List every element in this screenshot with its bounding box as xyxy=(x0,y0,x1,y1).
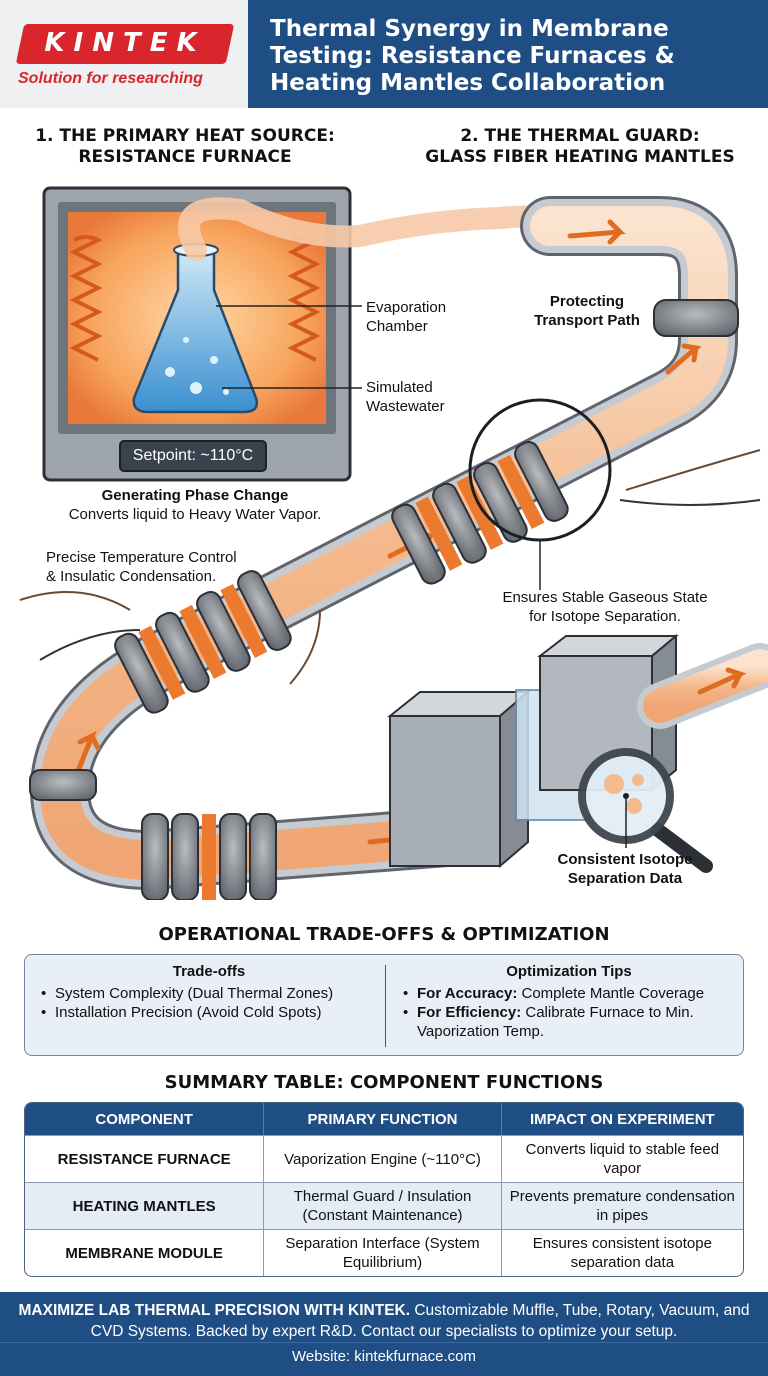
footer-message: MAXIMIZE LAB THERMAL PRECISION WITH KINT… xyxy=(18,1300,750,1342)
magnifying-glass-icon xyxy=(578,748,713,873)
flow-arrow-icon xyxy=(697,667,747,695)
table-row: RESISTANCE FURNACE Vaporization Engine (… xyxy=(25,1135,743,1182)
stable-label-line1: Ensures Stable Gaseous State xyxy=(502,589,708,606)
optimization-item-bold: For Efficiency: xyxy=(417,1004,522,1021)
phase-change-title: Generating Phase Change xyxy=(101,487,289,504)
logo-area: KINTEK Solution for researching xyxy=(0,0,248,108)
optimization-title: Optimization Tips xyxy=(506,963,632,980)
wire xyxy=(619,499,761,506)
tradeoffs-panel: Trade-offs System Complexity (Dual Therm… xyxy=(24,954,744,1056)
table-cell: Vaporization Engine (~110°C) xyxy=(264,1135,502,1182)
wire xyxy=(39,629,141,661)
optimization-item-bold: For Accuracy: xyxy=(417,985,518,1002)
table-row: MEMBRANE MODULE Separation Interface (Sy… xyxy=(25,1229,743,1276)
stable-state-label: Ensures Stable Gaseous State for Isotope… xyxy=(480,588,730,626)
evaporation-label-line2: Chamber xyxy=(366,318,428,335)
wire xyxy=(625,449,761,491)
consistent-label-line1: Consistent Isotope xyxy=(557,851,693,868)
footer-text: Customizable Muffle, Tube, Rotary, Vacuu… xyxy=(90,1302,750,1340)
table-cell: HEATING MANTLES xyxy=(25,1182,265,1229)
optimization-column: Optimization Tips For Accuracy: Complete… xyxy=(401,963,737,1041)
mantle-heading: 2. THE THERMAL GUARD: GLASS FIBER HEATIN… xyxy=(410,126,750,168)
column-header: COMPONENT xyxy=(25,1103,265,1135)
optimization-item: For Accuracy: Complete Mantle Coverage xyxy=(401,984,737,1003)
heating-mantles xyxy=(29,299,739,900)
summary-table: COMPONENT PRIMARY FUNCTION IMPACT ON EXP… xyxy=(24,1102,744,1277)
thermal-system-diagram xyxy=(19,186,768,900)
protecting-path-label: Protecting Transport Path xyxy=(512,292,662,330)
phase-change-desc: Converts liquid to Heavy Water Vapor. xyxy=(68,506,322,523)
table-cell: Ensures consistent isotope separation da… xyxy=(501,1229,743,1276)
table-cell: Thermal Guard / Insulation (Constant Mai… xyxy=(264,1182,502,1229)
furnace-heading: 1. THE PRIMARY HEAT SOURCE: RESISTANCE F… xyxy=(20,126,350,168)
mantle-heading-line1: 2. THE THERMAL GUARD: xyxy=(460,126,700,146)
header: KINTEK Solution for researching Thermal … xyxy=(0,0,768,108)
table-cell: Prevents premature condensation in pipes xyxy=(501,1182,743,1229)
title-banner: Thermal Synergy in Membrane Testing: Res… xyxy=(248,0,768,108)
summary-heading: SUMMARY TABLE: COMPONENT FUNCTIONS xyxy=(164,1072,604,1093)
footer: MAXIMIZE LAB THERMAL PRECISION WITH KINT… xyxy=(0,1292,768,1376)
optimization-item: For Efficiency: Calibrate Furnace to Min… xyxy=(401,1003,737,1041)
consistent-label-line2: Separation Data xyxy=(567,870,683,887)
footer-divider xyxy=(0,1342,768,1343)
stable-label-line2: for Isotope Separation. xyxy=(529,608,681,625)
vapor-plume xyxy=(178,197,571,261)
table-header-row: COMPONENT PRIMARY FUNCTION IMPACT ON EXP… xyxy=(25,1103,743,1135)
tradeoffs-title: Trade-offs xyxy=(172,963,246,980)
column-header: PRIMARY FUNCTION xyxy=(264,1103,502,1135)
optimization-item-text: Complete Mantle Coverage xyxy=(517,985,705,1002)
mantle-heading-line2: GLASS FIBER HEATING MANTLES xyxy=(425,147,735,167)
website-link[interactable]: Website: kintekfurnace.com xyxy=(292,1348,476,1365)
furnace-heading-line1: 1. THE PRIMARY HEAT SOURCE: xyxy=(35,126,335,146)
wire xyxy=(19,591,131,611)
column-header: IMPACT ON EXPERIMENT xyxy=(501,1103,743,1135)
table-cell: Separation Interface (System Equilibrium… xyxy=(264,1229,502,1276)
precise-label-line2: & Insulatic Condensation. xyxy=(46,568,217,585)
wire xyxy=(289,609,321,685)
protect-label-line2: Transport Path xyxy=(534,312,640,329)
tradeoffs-column: Trade-offs System Complexity (Dual Therm… xyxy=(39,963,379,1022)
table-cell: Converts liquid to stable feed vapor xyxy=(501,1135,743,1182)
furnace-heading-line2: RESISTANCE FURNACE xyxy=(78,147,292,167)
logo-text: KINTEK xyxy=(44,28,206,58)
wastewater-label-line1: Simulated xyxy=(366,379,433,396)
simulated-wastewater-label: Simulated Wastewater xyxy=(366,378,445,416)
flow-arrow-icon xyxy=(665,343,702,375)
flow-arrow-icon xyxy=(73,730,101,779)
consistent-data-label: Consistent Isotope Separation Data xyxy=(530,850,720,888)
page-title: Thermal Synergy in Membrane Testing: Res… xyxy=(270,16,675,96)
evaporation-label-line1: Evaporation xyxy=(366,299,447,316)
table-row: HEATING MANTLES Thermal Guard / Insulati… xyxy=(25,1182,743,1229)
column-divider xyxy=(385,965,386,1047)
optimization-item-text: Calibrate Furnace to Min. Vaporization T… xyxy=(417,1004,694,1040)
footer-bold: MAXIMIZE LAB THERMAL PRECISION WITH KINT… xyxy=(18,1302,411,1319)
wastewater-label-line2: Wastewater xyxy=(366,398,445,415)
protect-label-line1: Protecting xyxy=(549,293,625,310)
tradeoff-item: Installation Precision (Avoid Cold Spots… xyxy=(39,1003,379,1022)
table-cell: RESISTANCE FURNACE xyxy=(25,1135,265,1182)
resistance-furnace xyxy=(42,186,362,482)
flow-arrow-icon xyxy=(567,219,626,245)
tradeoffs-heading: OPERATIONAL TRADE-OFFS & OPTIMIZATION xyxy=(158,924,610,945)
setpoint-display: Setpoint: ~110°C xyxy=(132,447,254,464)
table-cell: MEMBRANE MODULE xyxy=(25,1229,265,1276)
tradeoff-item: System Complexity (Dual Thermal Zones) xyxy=(39,984,379,1003)
logo-tagline: Solution for researching xyxy=(18,70,203,87)
precise-control-label: Precise Temperature Control & Insulatic … xyxy=(46,548,237,586)
evaporation-chamber-label: Evaporation Chamber xyxy=(366,298,446,336)
precise-label-line1: Precise Temperature Control xyxy=(46,549,237,566)
phase-change-caption: Generating Phase Change Converts liquid … xyxy=(20,486,370,524)
